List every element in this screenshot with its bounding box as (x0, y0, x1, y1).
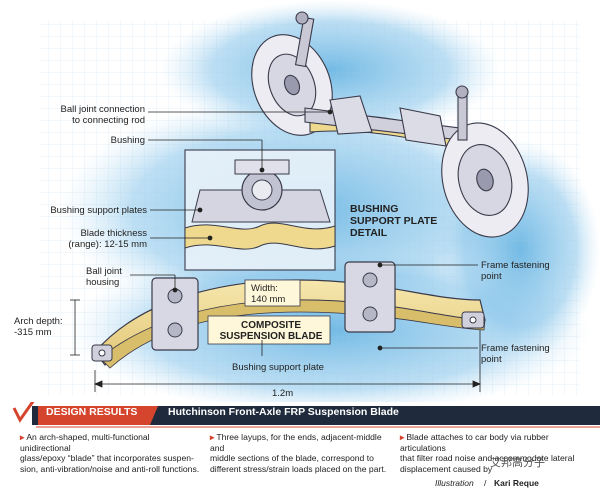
watermark-text: 艾邦高分子 (490, 457, 545, 469)
credit-name: Kari Reque (494, 478, 539, 488)
results-bar-art (0, 402, 600, 493)
right-strut (457, 91, 468, 141)
label-width: Width: 140 mm (251, 283, 286, 305)
label-blade-thickness: Blade thickness (range): 12-15 mm (68, 228, 147, 250)
bushing-detail-box (184, 149, 336, 271)
label-frame-fastening-1: Frame fastening point (481, 260, 550, 282)
results-column-1: ▸An arch-shaped, multi-functional unidir… (20, 432, 200, 474)
label-bushing-support-plates: Bushing support plates (50, 205, 147, 216)
credit-label: Illustration (435, 478, 474, 488)
label-ball-joint-housing: Ball joint housing (86, 266, 122, 288)
bullet-icon: ▸ (210, 432, 215, 442)
label-ball-joint-connection: Ball joint connection to connecting rod (60, 104, 146, 126)
axle-assembly (251, 11, 529, 238)
results-column-2: ▸Three layups, for the ends, adjacent-mi… (210, 432, 387, 474)
label-composite-blade: COMPOSITE SUSPENSION BLADE (219, 320, 323, 342)
frame-fastening-right (344, 261, 396, 333)
label-frame-fastening-2: Frame fastening point (481, 343, 550, 365)
design-results-badge: DESIGN RESULTS (46, 406, 138, 418)
results-title: Hutchinson Front-Axle FRP Suspension Bla… (168, 406, 399, 418)
label-bushing: Bushing (110, 135, 145, 146)
leader-lines (70, 109, 482, 392)
results-column-3: ▸Blade attaches to car body via rubber a… (400, 432, 575, 474)
label-bushing-detail: BUSHING SUPPORT PLATE DETAIL (350, 203, 438, 239)
label-bushing-support-plate: Bushing support plate (232, 362, 324, 373)
label-arch-depth: Arch depth: -315 mm (14, 316, 63, 338)
label-length: 1.2m (272, 388, 294, 399)
bullet-icon: ▸ (20, 432, 25, 442)
bullet-icon: ▸ (400, 432, 405, 442)
left-strut (294, 16, 315, 68)
composite-blade (91, 261, 486, 369)
credit-slash: / (484, 478, 487, 488)
